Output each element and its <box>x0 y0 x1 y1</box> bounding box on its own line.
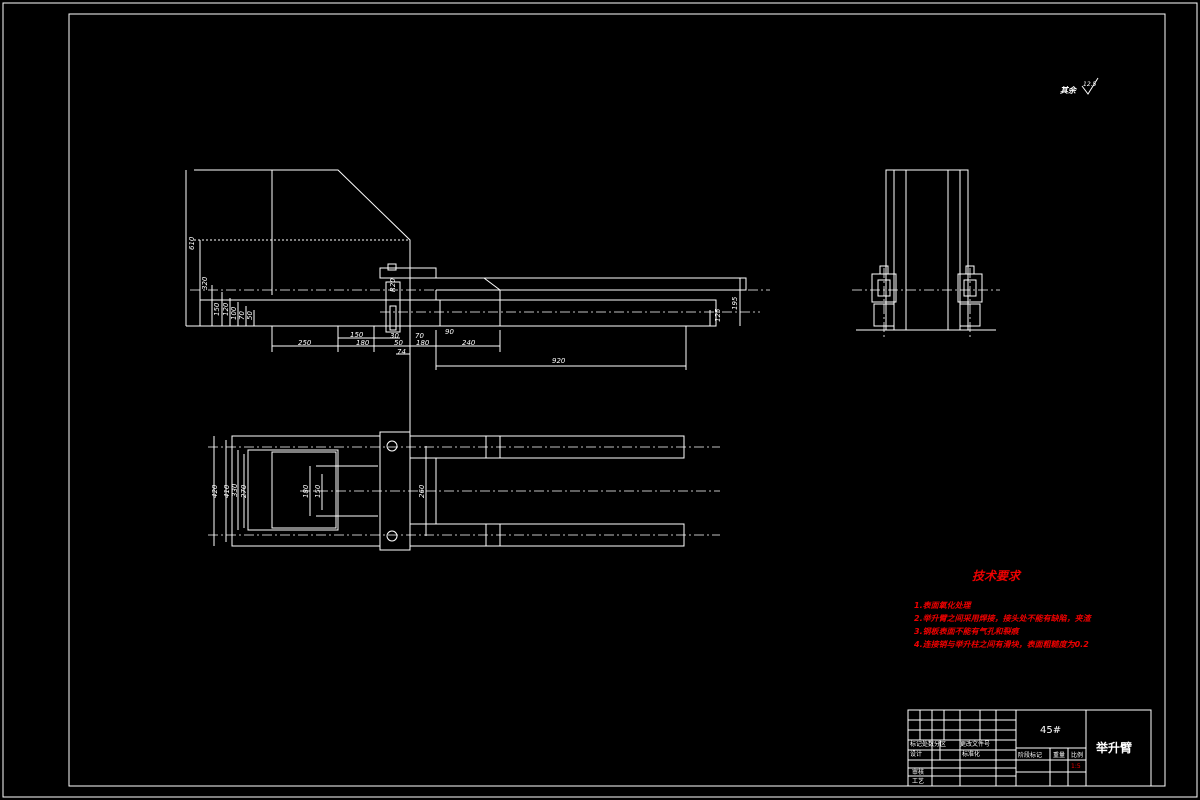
dim-270: 270 <box>240 484 248 498</box>
svg-text:阶段标记: 阶段标记 <box>1018 751 1042 759</box>
title-block: 45# 举升臂 标记 处数 分区 更改文件号 设计 标准化 审核 工艺 阶段标记… <box>907 709 1152 787</box>
dim-r20: R20 <box>389 278 397 292</box>
dim-195: 195 <box>731 296 739 310</box>
dim-150t: 150 <box>314 484 322 498</box>
dim-30: 30 <box>390 332 399 340</box>
dim-180t: 180 <box>302 484 310 498</box>
dim-420: 420 <box>211 484 219 498</box>
dim-410: 410 <box>223 484 231 498</box>
svg-text:其余: 其余 <box>1060 85 1078 95</box>
svg-text:标准化: 标准化 <box>962 750 980 758</box>
side-view <box>852 169 1000 340</box>
tech-req-item: 3.钢板表面不能有气孔和裂痕 <box>914 627 1021 636</box>
tech-req-item: 1.表面氧化处理 <box>914 601 973 610</box>
svg-text:分区: 分区 <box>934 740 946 748</box>
svg-text:标记: 标记 <box>910 740 922 748</box>
dim-120: 120 <box>222 302 230 316</box>
dim-240: 240 <box>462 339 476 347</box>
dim-180: 180 <box>356 339 370 347</box>
dim-250: 250 <box>298 339 312 347</box>
svg-text:重量: 重量 <box>1053 751 1065 759</box>
svg-text:更改文件号: 更改文件号 <box>960 740 990 748</box>
tech-req-item: 4.连接销与举升柱之间有滑块，表面粗糙度为0.2 <box>913 640 1089 649</box>
front-view: 610 320 150 120 100 70 50 195 125 R20 30… <box>185 169 770 370</box>
svg-text:工艺: 工艺 <box>912 777 924 785</box>
dim-90: 90 <box>445 328 454 336</box>
tech-req-title: 技术要求 <box>972 569 1022 583</box>
svg-text:比例: 比例 <box>1071 751 1083 759</box>
dim-150: 150 <box>213 302 221 316</box>
svg-text:审核: 审核 <box>912 768 924 776</box>
dim-610: 610 <box>188 236 196 250</box>
inner-border <box>68 13 1166 787</box>
part-name: 举升臂 <box>1095 740 1132 755</box>
dim-150b: 150 <box>350 331 364 339</box>
scale-value: 1:5 <box>1071 763 1081 770</box>
surface-finish-symbol: 其余 12.5 <box>1060 77 1099 95</box>
dim-125: 125 <box>714 308 722 322</box>
dim-74: 74 <box>397 348 406 356</box>
dim-100: 100 <box>230 306 238 320</box>
dim-50: 50 <box>246 311 254 320</box>
tech-req-item: 2.举升臂之间采用焊接，接头处不能有缺陷，夹渣 <box>914 614 1093 623</box>
material-label: 45# <box>1040 725 1061 736</box>
dim-920: 920 <box>552 357 566 365</box>
svg-text:处数: 处数 <box>922 740 934 748</box>
dim-320: 320 <box>201 276 209 290</box>
svg-text:设计: 设计 <box>910 750 922 758</box>
dim-70: 70 <box>238 311 246 320</box>
dim-180b: 180 <box>416 339 430 347</box>
svg-text:12.5: 12.5 <box>1083 81 1097 88</box>
top-view: 420 410 330 270 180 150 260 <box>208 431 720 551</box>
dim-260: 260 <box>418 484 426 498</box>
dim-330: 330 <box>231 483 239 497</box>
dim-50b: 50 <box>394 339 403 347</box>
dim-70b: 70 <box>415 332 424 340</box>
technical-requirements: 技术要求 1.表面氧化处理 2.举升臂之间采用焊接，接头处不能有缺陷，夹渣 3.… <box>913 569 1093 649</box>
